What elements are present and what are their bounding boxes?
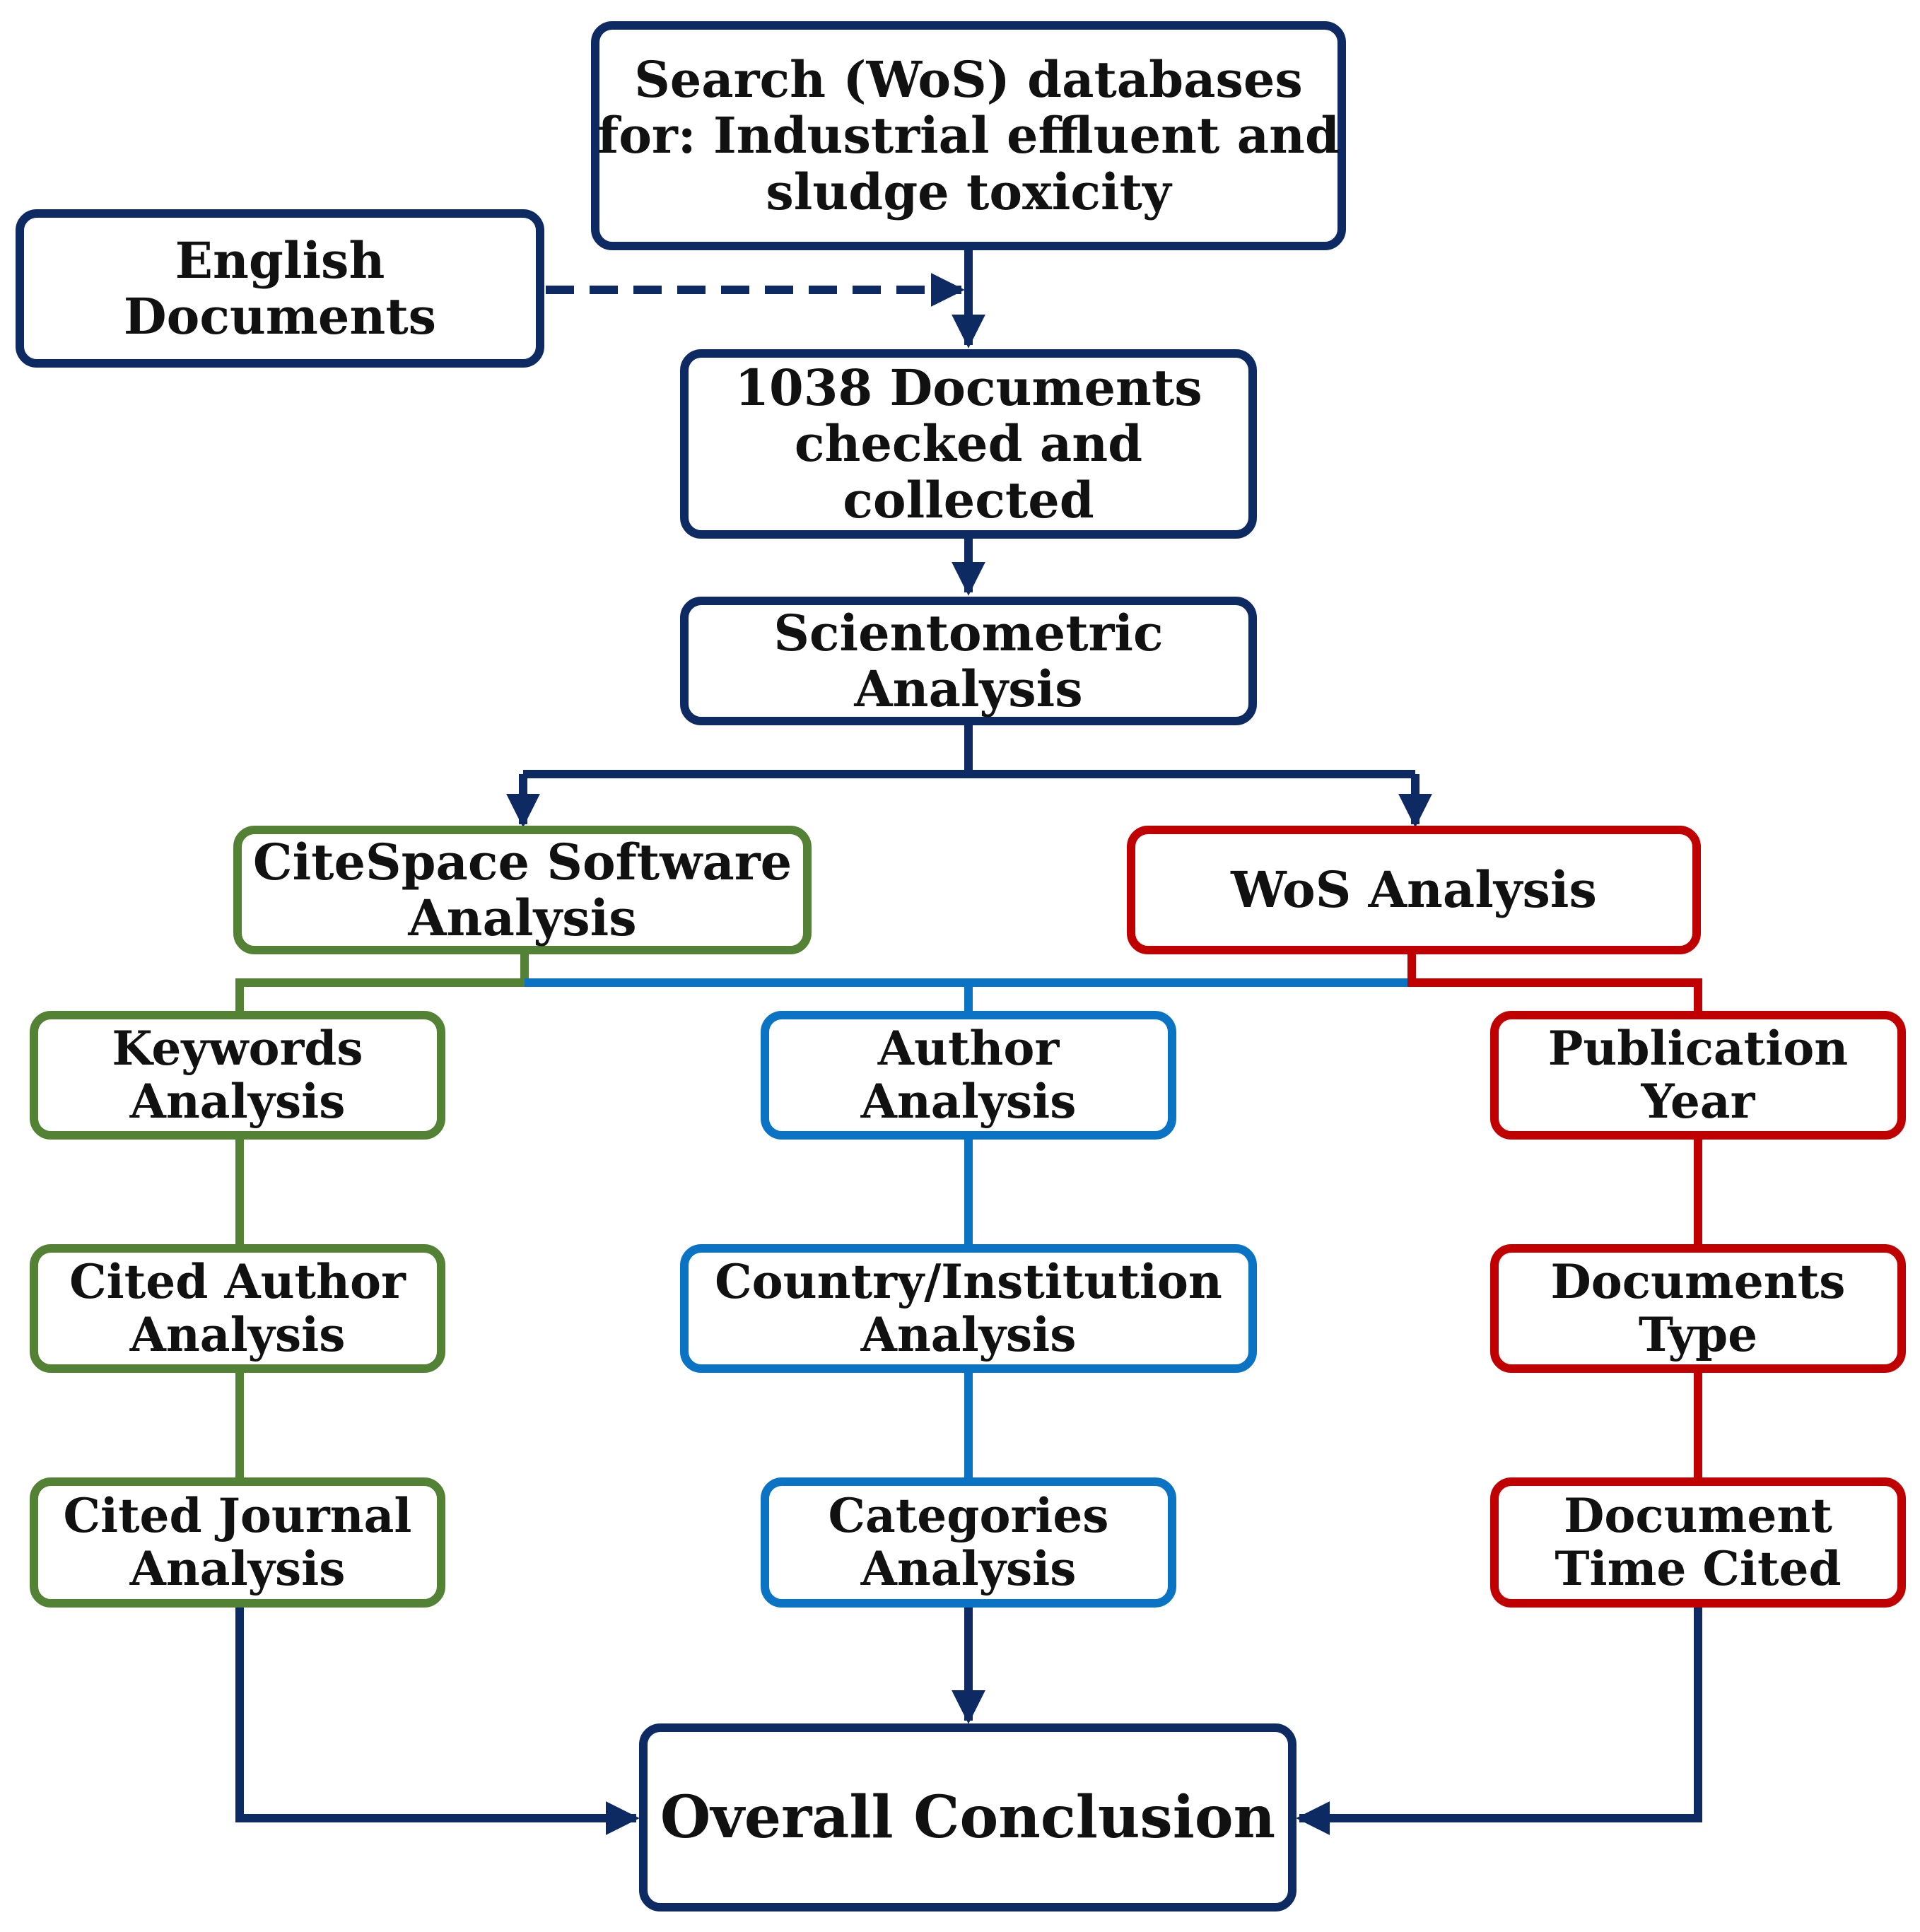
author-analysis-box: Author Analysis [761,1011,1176,1140]
documents-type-box: Documents Type [1490,1244,1906,1373]
scientometric-analysis-box: Scientometric Analysis [680,597,1257,725]
conclusion-line-1: Overall Conclusion [660,1783,1276,1851]
keywords-line-1: Keywords [112,1021,363,1077]
citedauthor-line-2: Analysis [129,1307,346,1362]
doctype-line-2: Type [1638,1307,1758,1362]
english-line-2: Documents [123,287,437,346]
document-time-cited-box: Document Time Cited [1490,1477,1906,1608]
categories-line-1: Categories [828,1488,1109,1544]
timecited-line-2: Time Cited [1555,1541,1842,1596]
search-line-3: sludge toxicity [766,162,1171,221]
publication-year-box: Publication Year [1490,1011,1906,1140]
search-wos-box: Search (WoS) databases for: Industrial e… [591,21,1346,250]
search-line-2: for: Industrial effluent and [597,106,1340,165]
keywords-analysis-box: Keywords Analysis [30,1011,445,1140]
scientometric-line-1: Scientometric [773,603,1164,662]
citespace-analysis-box: CiteSpace Software Analysis [233,826,812,954]
citespace-line-1: CiteSpace Software [252,832,792,891]
collected-line-2: checked and [794,414,1143,474]
doctype-line-1: Documents [1550,1254,1846,1310]
categories-analysis-box: Categories Analysis [761,1477,1176,1608]
cited-author-analysis-box: Cited Author Analysis [30,1244,445,1373]
overall-conclusion-box: Overall Conclusion [639,1723,1296,1911]
cited-journal-analysis-box: Cited Journal Analysis [30,1477,445,1608]
wos-to-publication-connector [1407,952,1702,1017]
categories-line-2: Analysis [860,1541,1077,1596]
keywords-line-2: Analysis [129,1074,346,1129]
collected-line-3: collected [843,470,1094,529]
pubyear-line-1: Publication [1547,1021,1849,1077]
timecited-line-1: Document [1564,1488,1832,1544]
citedjournal-line-1: Cited Journal [63,1488,412,1544]
citedjournal-line-2: Analysis [129,1541,346,1596]
citedauthor-line-1: Cited Author [69,1254,406,1310]
country-institution-analysis-box: Country/Institution Analysis [680,1244,1257,1373]
pubyear-line-2: Year [1641,1074,1755,1129]
english-line-1: English [175,230,385,290]
documents-collected-box: 1038 Documents checked and collected [680,349,1257,539]
citedjournal-to-conclusion-arrow [235,1605,640,1835]
collected-line-1: 1038 Documents [734,358,1202,418]
wos-line-1: WoS Analysis [1231,860,1597,920]
citespace-to-keywords-connector [235,952,529,1017]
country-line-1: Country/Institution [715,1254,1222,1310]
scientometric-line-2: Analysis [854,660,1083,718]
author-line-1: Author [877,1021,1060,1077]
timecited-to-conclusion-arrow [1296,1605,1702,1835]
english-documents-box: English Documents [16,209,544,368]
wos-analysis-box: WoS Analysis [1127,826,1701,954]
author-line-2: Analysis [860,1074,1077,1129]
search-line-1: Search (WoS) databases [634,50,1303,110]
citespace-line-2: Analysis [408,889,637,947]
country-line-2: Analysis [860,1307,1077,1362]
